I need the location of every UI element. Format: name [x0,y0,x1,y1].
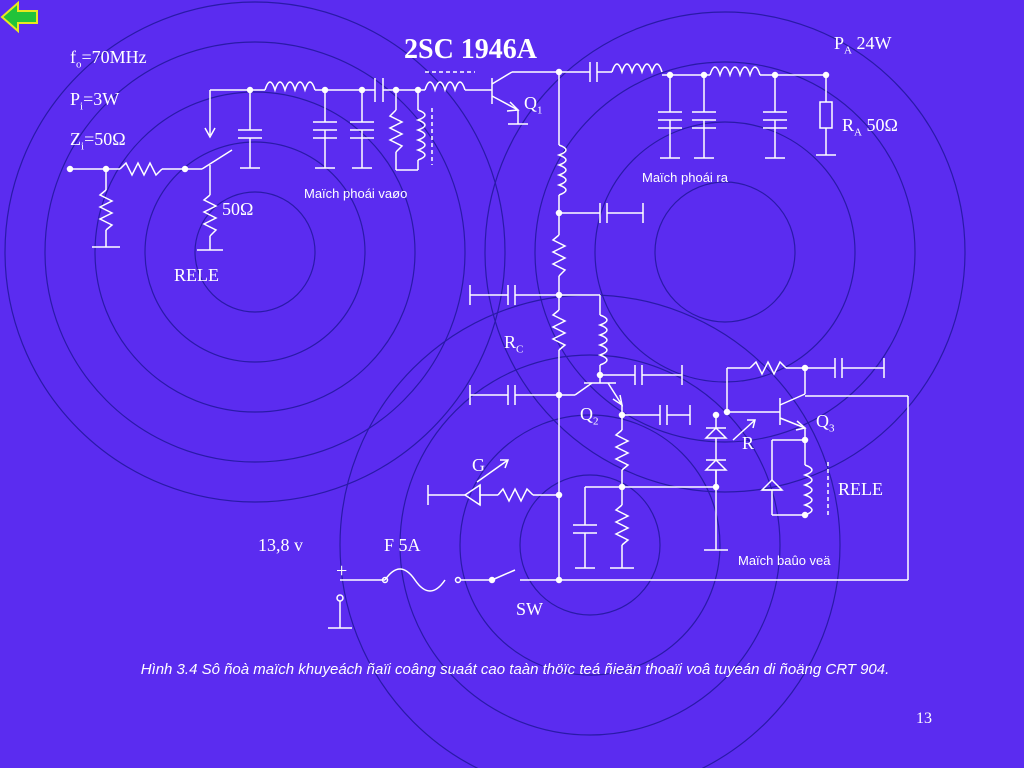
fuse-label: F 5A [384,535,421,555]
protection-circuit-label: Maïch baûo veä [738,553,831,568]
plus-label: + [336,560,348,582]
q2-label: Q2 [580,404,599,428]
load-resistor-label: RA 50Ω [842,115,898,139]
rc-label: RC [504,332,524,356]
output-power-label: PA 24W [834,33,892,57]
input-matching-label: Maïch phoái vaøo [304,186,408,201]
switch-label: SW [516,599,543,619]
diagram-title: 2SC 1946A [404,34,538,65]
page-number: 13 [916,710,932,727]
back-arrow-icon[interactable] [0,0,40,34]
figure-caption: Hình 3.4 Sô ñoà maïch khuyeách ñaïi coân… [140,661,890,678]
output-matching-label: Maïch phoái ra [642,170,728,185]
g-label: G [472,455,485,475]
rele-left-label: RELE [174,265,219,285]
param-fo: fo=70MHz [70,47,147,71]
background-circles [4,1,966,768]
q3-label: Q3 [816,411,835,435]
rele-right-label: RELE [838,479,883,499]
param-pi: Pi=3W [70,89,120,113]
voltage-label: 13,8 v [258,535,303,555]
ohm50-label: 50Ω [222,199,254,219]
param-zi: Zi=50Ω [70,129,126,153]
r-label: R [742,433,755,453]
q1-label: Q1 [524,93,543,117]
